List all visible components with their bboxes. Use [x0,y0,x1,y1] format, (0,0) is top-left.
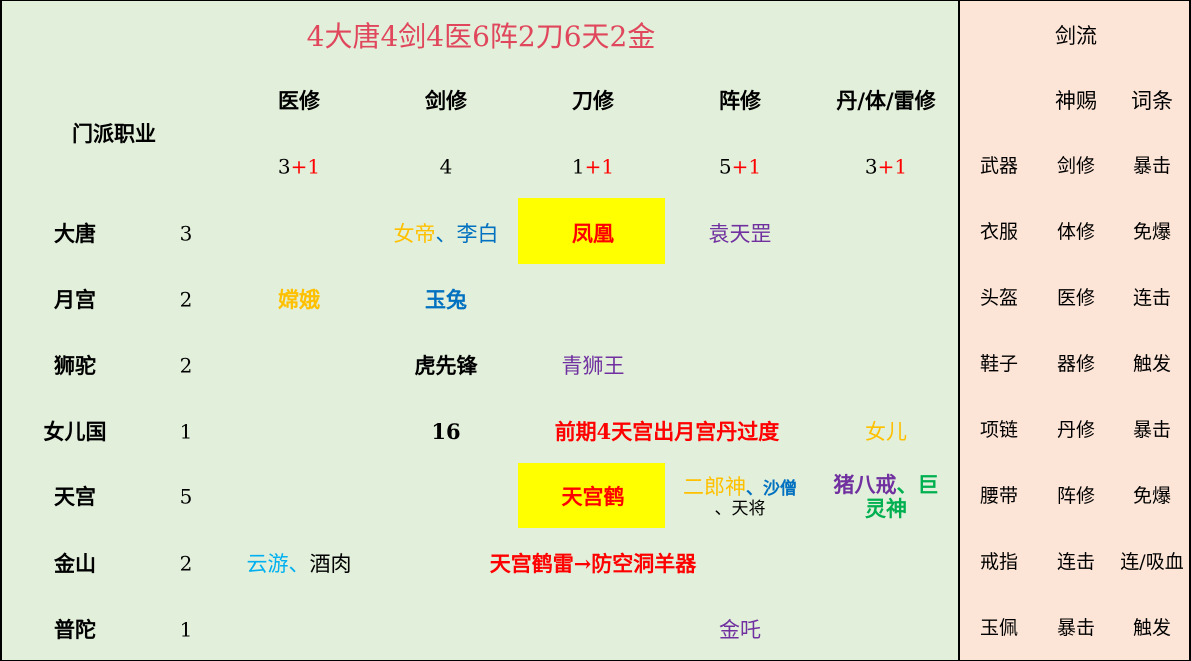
cell-nverguo-jian: 16 [431,418,461,444]
column-header-zhen: 阵修 [719,87,761,113]
count-value: 1 [571,154,585,179]
row-label-yuegong: 月宫 [54,286,96,312]
row-label-datang: 大唐 [54,220,96,246]
slot-label: 衣服 [979,221,1019,244]
god-value: 阵修 [1056,485,1096,508]
row-num-jinshan: 2 [179,551,193,576]
hero-name: 二郎神 [683,474,746,499]
count-plus: +1 [877,154,908,179]
count-plus: +1 [731,154,762,179]
column-header-dao: 刀修 [572,87,614,113]
sect-table-panel [0,0,958,661]
page-title: 4大唐4剑4医6阵2刀6天2金 [306,19,656,53]
sect-profession-header: 门派职业 [72,120,156,146]
cell-tiangong-dan: 猪八戒、巨 灵神 [833,471,939,521]
god-value: 剑修 [1056,155,1096,178]
affix-value: 暴击 [1132,419,1172,442]
row-label-jinshan: 金山 [54,550,96,576]
slot-label: 武器 [979,155,1019,178]
slot-label: 头盔 [979,287,1019,310]
cell-datang-jian: 女帝、李白 [394,222,499,246]
separator: 、 [746,478,763,499]
slot-label: 玉佩 [979,617,1019,640]
column-header-yi: 医修 [278,87,320,113]
cell-datang-dao: 凤凰 [572,220,614,246]
affix-value: 触发 [1132,353,1172,376]
cell-yuegong-jian: 玉兔 [425,286,467,312]
hero-name: 云游 [246,551,289,576]
slot-label: 戒指 [979,551,1019,574]
affix-value: 触发 [1132,617,1172,640]
god-value: 连击 [1056,551,1096,574]
affix-value: 暴击 [1132,155,1172,178]
god-value: 体修 [1056,221,1096,244]
cell-nverguo-dan: 女儿 [865,419,907,444]
column-header-dan: 丹/体/雷修 [836,87,936,113]
row-num-nverguo: 1 [179,419,193,444]
slot-label: 腰带 [979,485,1019,508]
column-header-jian: 剑修 [425,87,467,113]
sword-build-panel [958,0,1191,661]
cell-nverguo-note: 前期4天宫出月宫丹过度 [554,418,780,444]
hero-name: 灵神 [865,496,907,521]
column-count-dan: 3+1 [864,154,908,179]
highlight-tiangong-dao [518,463,665,528]
count-plus: +1 [584,154,615,179]
cell-yuegong-yi: 嫦娥 [278,286,320,312]
row-label-nverguo: 女儿国 [43,418,107,444]
row-num-datang: 3 [179,221,193,246]
highlight-datang-dao [518,198,665,264]
separator: 、 [896,471,918,497]
cell-shituo-jian: 虎先锋 [414,352,478,378]
build-title: 剑流 [1055,23,1097,48]
cell-jinshan-yi: 云游、酒肉 [247,552,352,576]
row-num-tiangong: 5 [179,484,193,509]
hero-name: 猪八戒 [833,471,897,497]
hero-name: 沙僧 [763,478,797,499]
count-value: 5 [718,154,732,179]
row-num-putuo: 1 [179,617,193,642]
count-plus: +1 [290,154,321,179]
count-value: 3 [864,154,878,179]
row-label-putuo: 普陀 [54,616,96,642]
god-value: 医修 [1056,287,1096,310]
slot-label: 鞋子 [979,353,1019,376]
hero-name: 女帝 [393,221,436,246]
separator: 、 [435,221,457,246]
hero-name: 、天将 [714,498,766,519]
affix-value: 免爆 [1132,221,1172,244]
col-header-affix: 词条 [1131,88,1173,113]
column-count-jian: 4 [439,154,453,179]
god-value: 器修 [1056,353,1096,376]
row-label-shituo: 狮驼 [54,352,96,378]
separator: 、 [288,551,310,576]
column-count-zhen: 5+1 [718,154,762,179]
god-value: 丹修 [1056,419,1096,442]
count-value: 4 [439,154,453,179]
affix-value: 免爆 [1132,485,1172,508]
cell-tiangong-zhen: 二郎神、沙僧 、天将 [683,475,797,519]
slot-label: 项链 [979,419,1019,442]
cell-jinshan-note: 天宫鹤雷→防空洞羊器 [489,550,697,576]
hero-name: 李白 [456,221,499,246]
hero-name: 酒肉 [309,551,352,576]
affix-value: 连/吸血 [1120,551,1184,574]
god-value: 暴击 [1056,617,1096,640]
cell-shituo-dao: 青狮王 [561,353,625,378]
cell-tiangong-dao: 天宫鹤 [561,483,625,509]
count-value: 3 [277,154,291,179]
column-count-dao: 1+1 [571,154,615,179]
row-num-yuegong: 2 [179,287,193,312]
hero-name: 巨 [917,471,939,497]
row-num-shituo: 2 [179,353,193,378]
cell-putuo-zhen: 金吒 [719,617,761,642]
column-count-yi: 3+1 [277,154,321,179]
affix-value: 连击 [1132,287,1172,310]
row-label-tiangong: 天宫 [54,483,96,509]
col-header-god: 神赐 [1055,88,1097,113]
cell-datang-zhen: 袁天罡 [708,221,772,246]
